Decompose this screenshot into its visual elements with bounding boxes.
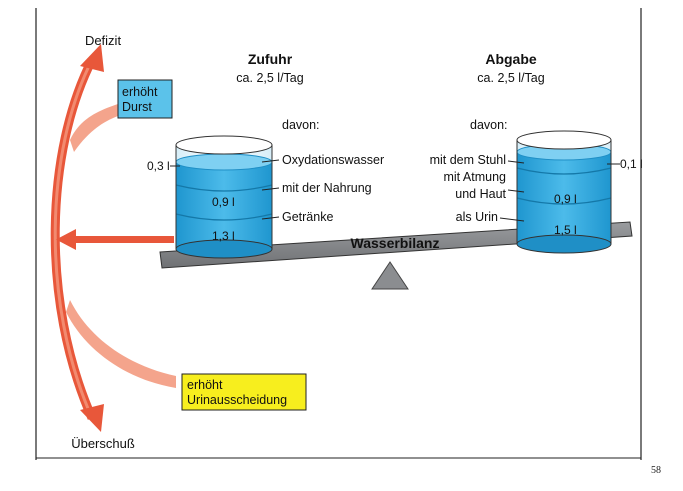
balance-board xyxy=(159,221,633,269)
thirst-line1: erhöht xyxy=(122,85,158,99)
deficit-label: Defizit xyxy=(85,33,122,48)
output-cylinder xyxy=(516,130,612,254)
page-number: 58 xyxy=(651,465,661,476)
arrow-head-up xyxy=(80,44,104,72)
horizontal-arrow-shaft xyxy=(72,236,174,243)
urine-line2: Urinausscheidung xyxy=(187,393,287,407)
intake-source-2: mit der Nahrung xyxy=(282,181,372,195)
urine-line1: erhöht xyxy=(187,378,223,392)
intake-davon: davon: xyxy=(282,118,320,132)
thirst-box xyxy=(117,79,173,119)
output-amount-1: 0,1 l xyxy=(620,157,643,171)
intake-subtitle: ca. 2,5 l/Tag xyxy=(236,71,303,85)
intake-title: Zufuhr xyxy=(248,51,293,67)
urine-branch xyxy=(66,300,176,388)
intake-amount-1: 0,3 l xyxy=(147,159,170,173)
output-subtitle: ca. 2,5 l/Tag xyxy=(477,71,544,85)
intake-amount-2: 0,9 l xyxy=(212,195,235,209)
balance-label: Wasserbilanz xyxy=(351,235,440,251)
balance-double-arrow xyxy=(50,44,176,432)
output-route-3: und Haut xyxy=(455,187,506,201)
output-route-2: mit Atmung xyxy=(443,170,506,184)
intake-source-3: Getränke xyxy=(282,210,333,224)
intake-amount-3: 1,3 l xyxy=(212,229,235,243)
output-title: Abgabe xyxy=(485,51,537,67)
thirst-line2: Durst xyxy=(122,100,152,114)
output-route-4: als Urin xyxy=(456,210,498,224)
output-davon: davon: xyxy=(470,118,508,132)
urine-box xyxy=(181,373,307,411)
output-amount-3: 1,5 l xyxy=(554,223,577,237)
thirst-branch xyxy=(70,104,118,152)
surplus-label: Überschuß xyxy=(71,436,135,451)
arrow-head-down xyxy=(80,404,104,432)
output-route-1: mit dem Stuhl xyxy=(430,153,506,167)
intake-source-1: Oxydationswasser xyxy=(282,153,384,167)
balance-fulcrum xyxy=(371,261,409,290)
output-amount-2: 0,9 l xyxy=(554,192,577,206)
horizontal-arrow-head xyxy=(56,229,76,250)
intake-cylinder xyxy=(175,135,273,259)
balance-scale: Wasserbilanz xyxy=(159,221,633,290)
